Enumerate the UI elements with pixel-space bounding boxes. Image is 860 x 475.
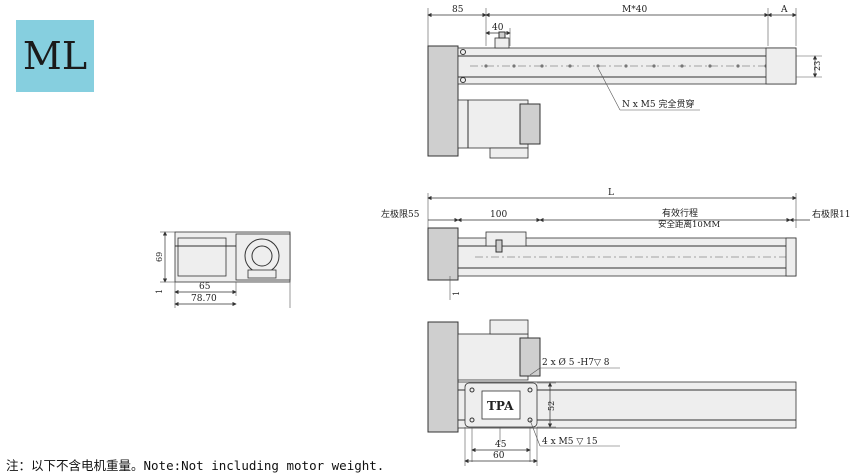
callout-pin-holes: 2 x Ø 5 -H7▽ 8: [542, 357, 610, 368]
dim-52: 52: [547, 401, 556, 411]
dim-45: 45: [495, 440, 507, 450]
side-dim-1: 1: [452, 291, 461, 296]
callout-thread-holes: 4 x M5 ▽ 15: [542, 437, 598, 447]
dim-60: 60: [493, 451, 505, 461]
dim-69: 69: [155, 252, 164, 262]
end-view: 69 1 65 78.70: [155, 231, 291, 308]
left-limit: 左极限55: [381, 208, 420, 220]
top-view: 85 M*40 A 40: [427, 5, 822, 159]
dim-7870: 78.70: [191, 294, 217, 304]
dim-85: 85: [452, 5, 464, 15]
model-badge: ML: [16, 20, 94, 92]
dim-m40: M*40: [622, 5, 647, 15]
tpa-logo: TPA: [487, 399, 514, 413]
model-badge-label: ML: [22, 34, 88, 78]
dim-a: A: [780, 5, 788, 15]
safety-distance-label: 安全距离10MM: [658, 219, 721, 230]
dim-65: 65: [199, 282, 211, 292]
side-view: L 左极限55 100 有效行程 安全距离10MM 右极限11 1: [381, 188, 850, 300]
weight-note: 注：以下不含电机重量。Note:Not including motor weig…: [6, 458, 385, 473]
dim-40: 40: [492, 23, 504, 33]
dim-23: 23: [813, 61, 822, 71]
callout-holes: N x M5 完全贯穿: [622, 98, 694, 110]
stroke-label: 有效行程: [662, 207, 698, 219]
dim-l: L: [608, 188, 614, 198]
dim-100: 100: [490, 210, 507, 220]
bottom-view: TPA 2 x Ø 5 -H7▽ 8 4 x M5 ▽ 15 52 45 60: [427, 319, 797, 466]
right-limit: 右极限11: [812, 208, 850, 220]
end-dim-1: 1: [155, 289, 164, 294]
